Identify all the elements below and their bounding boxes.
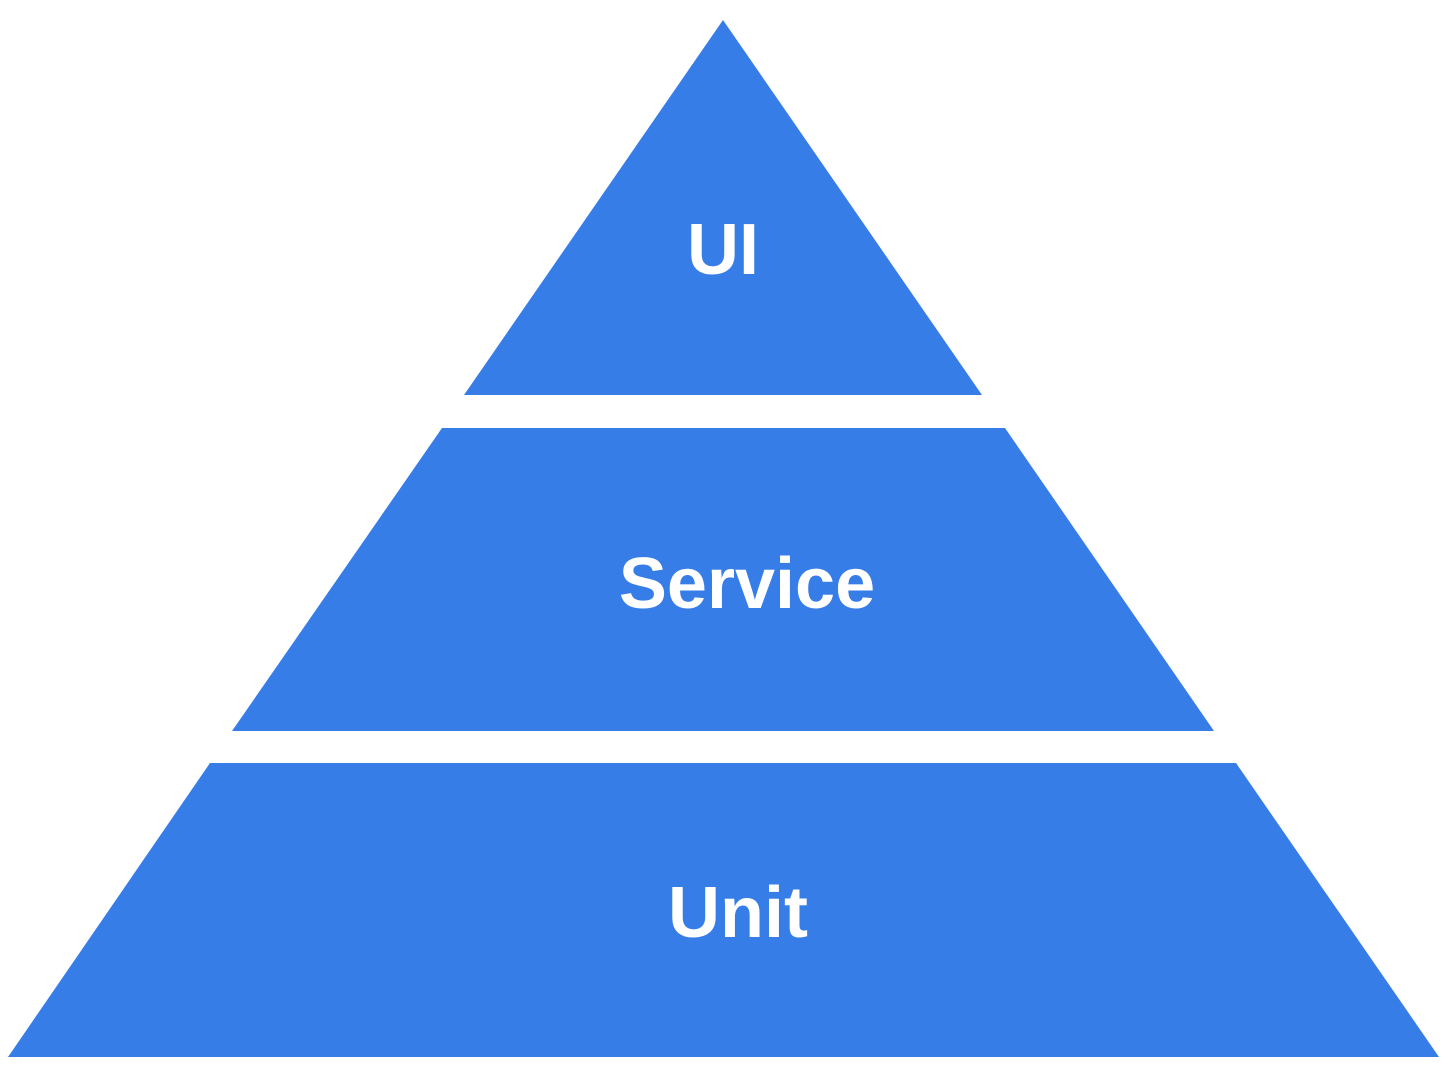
pyramid-layer-unit — [8, 763, 1439, 1057]
layer-label-unit: Unit — [668, 873, 808, 953]
pyramid-layer-service — [232, 428, 1214, 731]
pyramid-layer-ui — [464, 20, 982, 395]
layer-label-service: Service — [619, 544, 875, 624]
layer-label-ui: UI — [687, 210, 759, 290]
